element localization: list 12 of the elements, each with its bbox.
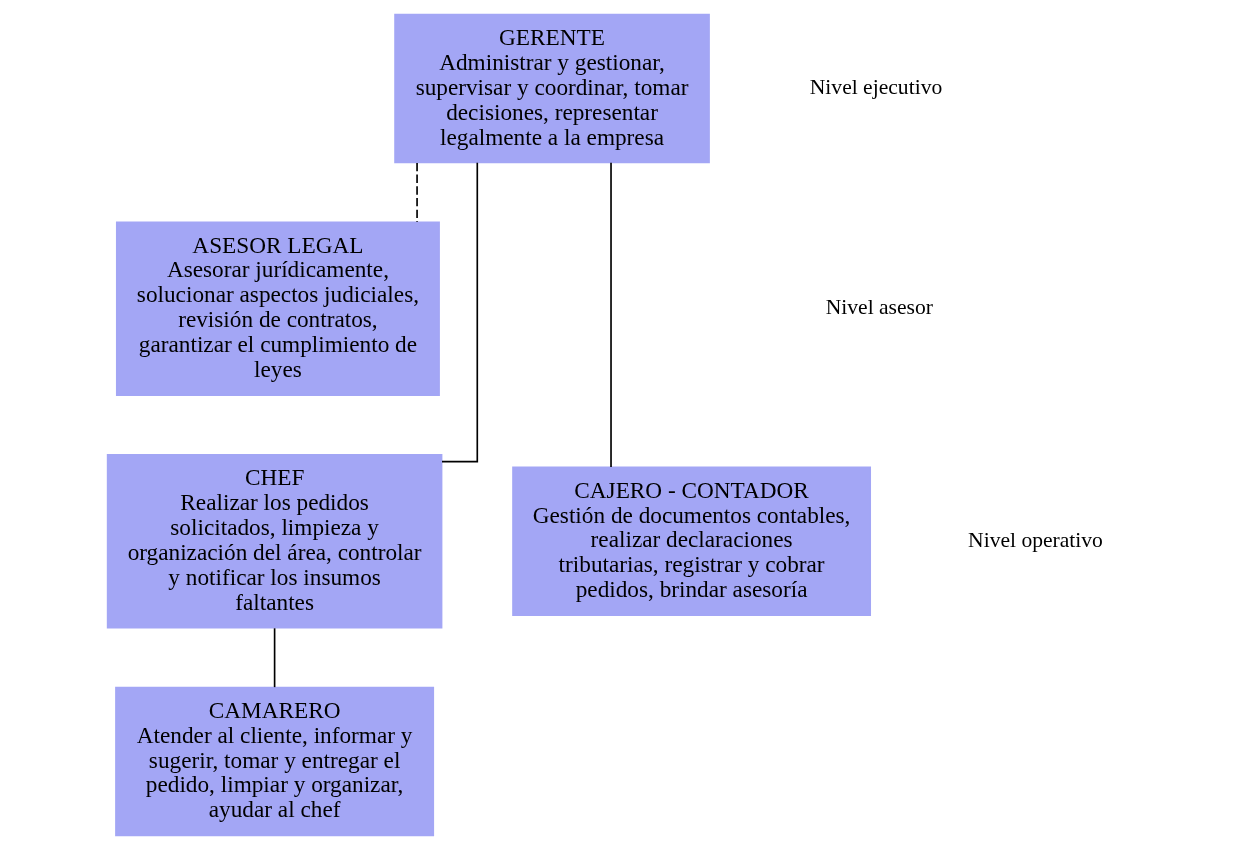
label: Nivel ejecutivo [809, 75, 943, 100]
node-box: CHEF Realizar los pedidos solicitados, limpieza y organización del área, controlar y notificar los insumos faltantes [106, 454, 443, 629]
connector [273, 627, 276, 688]
connector [610, 162, 612, 468]
connector [441, 161, 479, 463]
label: Nivel operativo [968, 527, 1103, 552]
node-box: CAJERO - CONTADOR Gestión de documentos contables, realizar declaraciones tributarias, registrar y cobrar pedidos, brindar asesoría [512, 466, 872, 617]
label: Nivel asesor [825, 295, 933, 320]
node-box: CAMARERO Atender al cliente, informar y sugerir, tomar y entregar el pedido, limpiar y organizar, ayudar al chef [115, 686, 435, 837]
connector [416, 162, 418, 223]
node-box: GERENTE Administrar y gestionar, supervisar y coordinar, tomar decisiones, representar legalmente a la empresa [394, 13, 710, 164]
node-box: ASESOR LEGAL Asesorar jurídicamente, solucionar aspectos judiciales, revisión de contratos, garantizar el cumplimiento de leyes [115, 221, 440, 396]
